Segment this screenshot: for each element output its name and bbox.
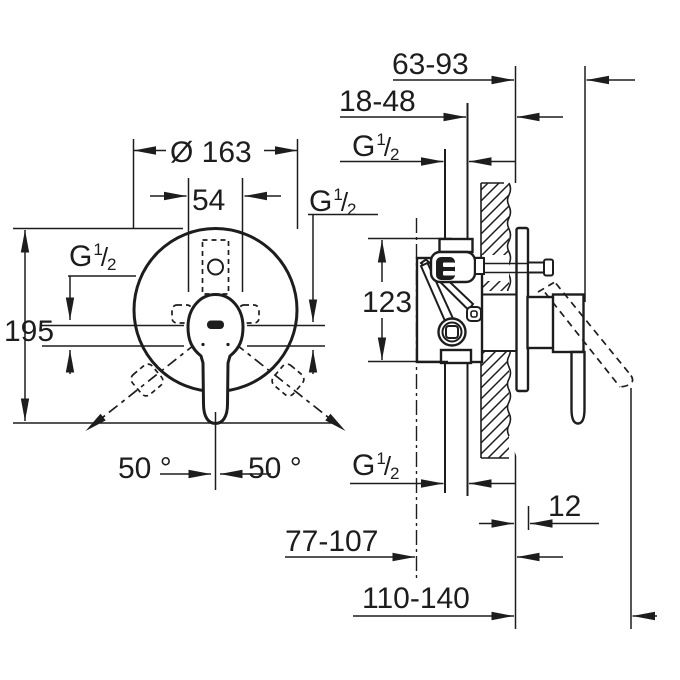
handle-dot-left [201, 342, 205, 347]
label-thread-right: G1/2 [309, 185, 357, 219]
dimensions: Ø 163 54 195 G1/2 G1/2 50 ° 50 ° 63-93 1… [4, 48, 657, 621]
label-body-height: 123 [362, 286, 412, 319]
label-thread-bottom: G1/2 [352, 449, 400, 483]
wall-gap-body [482, 291, 516, 352]
lever-side [570, 350, 586, 425]
bottom-outlet-stub [439, 348, 473, 365]
handle-logo-badge [207, 320, 224, 329]
label-overall-height: 195 [4, 315, 54, 348]
label-plate-thickness: 12 [548, 490, 581, 523]
outlet-port-square [445, 325, 459, 339]
diverter-knob [543, 258, 554, 277]
elbow-section-cut-2 [443, 271, 455, 276]
diverter-stem [527, 261, 545, 274]
label-center-to-wall: 77-107 [285, 525, 378, 558]
label-handle-width: 54 [192, 184, 225, 217]
handle-dot-right [226, 342, 230, 347]
front-view [13, 227, 347, 490]
dashed-lever-position [537, 281, 634, 388]
lever-tip-position-left [130, 363, 164, 397]
label-thread-left: G1/2 [69, 240, 117, 274]
label-angle-right: 50 ° [248, 452, 302, 485]
body-detail-square [466, 306, 482, 322]
label-depth-wall-to-front: 63-93 [392, 48, 469, 81]
pipe-flange [438, 237, 474, 254]
side-view [415, 66, 634, 629]
escutcheon-plate-side [515, 226, 530, 393]
wall-gap-rod [482, 255, 509, 281]
elbow-section-mark [436, 257, 455, 280]
handle-hub-side [551, 293, 585, 354]
label-elbow-to-wall: 18-48 [339, 85, 416, 118]
handle-rosette-side [526, 295, 555, 350]
screw-hole [207, 258, 224, 276]
handle-knob-front [186, 292, 245, 426]
label-angle-left: 50 ° [118, 452, 172, 485]
label-thread-top: G1/2 [352, 130, 400, 164]
rod-hub-block [474, 257, 485, 275]
diverter-rod [484, 258, 554, 277]
lever-tip-position-right [271, 363, 305, 397]
label-overall-projection: 110-140 [362, 582, 470, 615]
elbow-section-cut-1 [443, 262, 455, 267]
body-detail-square-inner [470, 310, 478, 318]
label-escutcheon-diameter: Ø 163 [170, 136, 252, 169]
side-port-lines [42, 324, 325, 347]
